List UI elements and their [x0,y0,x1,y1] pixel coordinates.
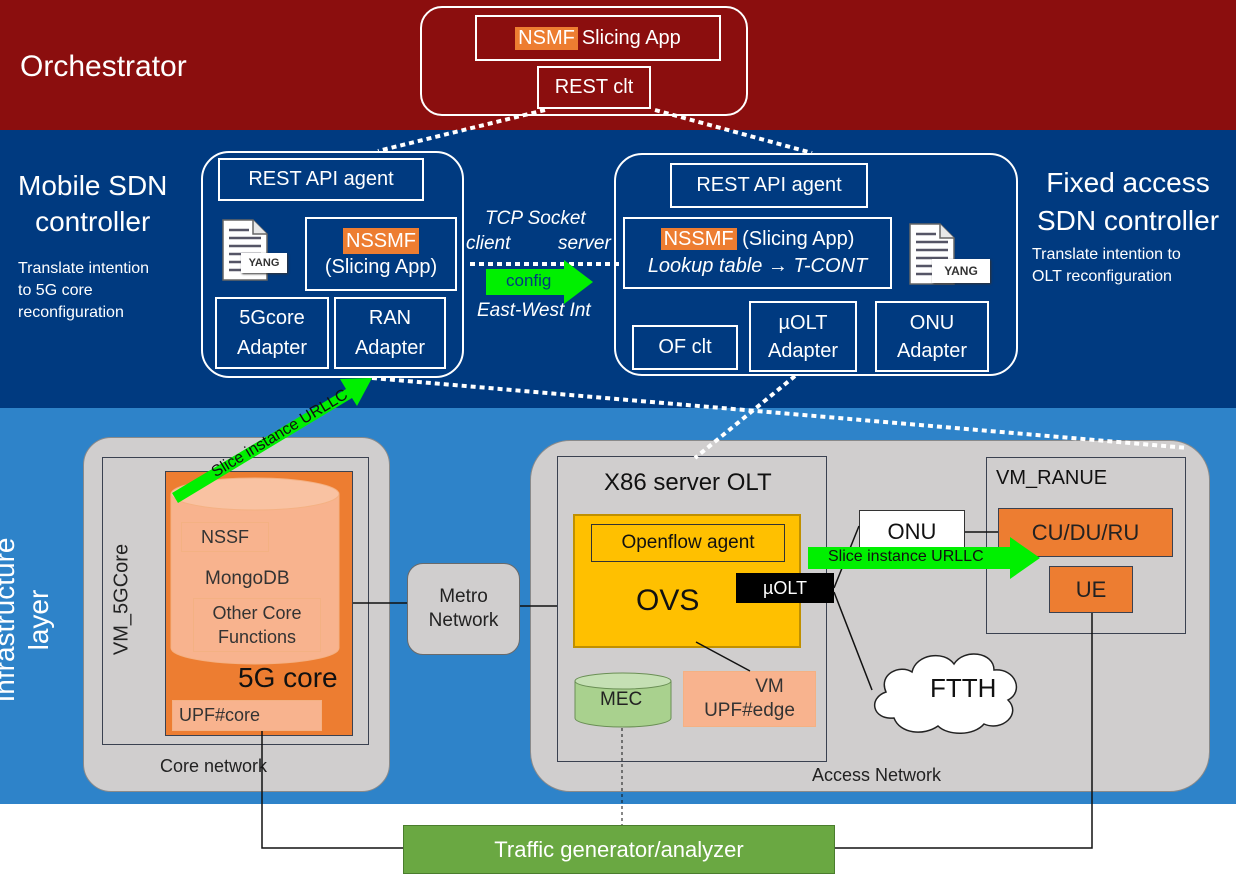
mongodb-label: MongoDB [205,568,290,589]
vm-upf-2: UPF#edge [704,700,795,721]
slice-urllc-label-access: Slice instance URLLC [828,548,984,565]
ran-adapter-2: Adapter [354,337,426,359]
openflow-agent-box: Openflow agent [591,524,785,562]
fixed-controller-desc: Translate intention to OLT reconfigurati… [1032,244,1181,288]
of-client: OF clt [632,325,738,370]
mobile-nssmf-tag: NSSMF [343,228,419,254]
ovs-label: OVS [636,584,700,617]
mec-label: MEC [600,689,643,710]
ovs-to-vm-line [695,641,751,672]
rest-client: REST clt [537,66,651,109]
fixed-nssmf-tag: NSSMF [660,228,737,250]
other-core-2: Functions [217,627,297,647]
5g-core-label: 5G core [238,662,338,693]
nssf-box: NSSF [181,522,269,552]
mobile-controller-title: Mobile SDN controller [18,168,167,240]
traffic-generator-box: Traffic generator/analyzer [403,825,835,874]
mobile-controller-title-2: controller [35,206,151,237]
5gcore-adapter: 5Gcore Adapter [215,297,329,369]
uolt-to-ftth-line [833,591,873,691]
onu-adapter-2: Adapter [896,339,968,362]
mobile-yang-label: YANG [241,253,287,273]
ftth-label: FTTH [930,673,997,703]
lookup-table-label: Lookup table → T-CONT [647,255,868,277]
orchestrator-box [420,6,748,116]
fixed-desc-2: OLT reconfiguration [1032,268,1172,285]
east-west-label: East-West Int [477,300,591,321]
ue-box: UE [1049,566,1133,613]
orch-to-fixed-link [654,108,813,155]
mobile-nssmf-app: (Slicing App) [324,256,438,278]
mec-cylinder [574,672,672,728]
vm-upf-1: VM [755,676,784,697]
slice-urllc-arrow-access [808,537,1040,579]
ran-adapter: RAN Adapter [334,297,446,369]
ftth-cloud-icon [866,640,1026,736]
uolt-adapter-1: µOLT [778,311,828,334]
fixed-desc-1: Translate intention to [1032,246,1181,263]
uolt-adapter-2: Adapter [767,339,839,362]
onu-adapter: ONU Adapter [875,301,989,372]
vm-ranue-box [986,457,1186,634]
fixed-nssmf-box: NSSMF (Slicing App) Lookup table → T-CON… [623,217,892,289]
x86-server-box [557,456,827,762]
server-label: server [558,233,611,254]
metro-2: Network [428,610,499,631]
tcp-socket-label: TCP Socket [485,208,586,229]
mobile-desc-1: Translate intention [18,260,150,277]
fixed-nssmf-app: (Slicing App) [742,228,855,250]
nsmf-slicing-app: NSMF Slicing App [475,15,721,61]
mobile-rest-agent: REST API agent [218,158,424,201]
ue-to-traffic-line [835,613,1093,849]
mobile-controller-title-1: Mobile SDN [18,170,168,201]
slice-urllc-arrow-mobile [172,378,372,503]
mobile-desc-3: reconfiguration [18,304,124,321]
config-arrow [486,260,593,304]
nsmf-app-label: Slicing App [581,26,681,49]
upf-core-box: UPF#core [172,700,322,731]
config-label: config [506,271,552,290]
fixed-nssmf-line: NSSMF (Slicing App) [660,226,855,253]
vm-ranue-label: VM_RANUE [996,467,1108,489]
mobile-controller-box [201,151,464,378]
mobile-desc-2: to 5G core [18,282,93,299]
client-label: client [466,233,511,254]
uolt-box: µOLT [736,573,834,603]
core-network-label: Core network [160,756,268,776]
fixed-yang-label: YANG [932,259,990,283]
access-network-label: Access Network [812,765,942,785]
other-core-functions: Other Core Functions [193,598,321,652]
orch-to-mobile-link [377,108,546,153]
orchestrator-label: Orchestrator [20,50,187,83]
fixed-rest-agent: REST API agent [670,163,868,208]
cu-du-ru-box: CU/DU/RU [998,508,1173,557]
upf-core-to-traffic-line [261,731,403,849]
metro-1: Metro [439,586,488,607]
metro-network-box: Metro Network [407,563,520,655]
other-core-1: Other Core [212,603,302,623]
fixed-controller-title: Fixed access SDN controller [1028,164,1228,240]
mobile-nssmf-box: NSSMF (Slicing App) [305,217,457,291]
mobile-to-ranue-link [371,376,1189,450]
5gcore-adapter-2: Adapter [236,337,308,359]
fixed-controller-title-1: Fixed access [1046,167,1210,198]
onu-adapter-1: ONU [909,311,955,334]
uolt-adapter: µOLT Adapter [749,301,857,372]
mobile-controller-desc: Translate intention to 5G core reconfigu… [18,258,149,324]
fixed-to-olt-link [693,374,797,460]
vm-upf-edge-box: VM UPF#edge [683,671,816,727]
nsmf-tag: NSMF [515,26,578,50]
fixed-controller-title-2: SDN controller [1036,205,1220,236]
ran-adapter-1: RAN [368,307,412,329]
5gcore-adapter-1: 5Gcore [239,307,305,329]
x86-server-label: X86 server OLT [604,469,772,496]
onu-box: ONU [859,510,965,554]
